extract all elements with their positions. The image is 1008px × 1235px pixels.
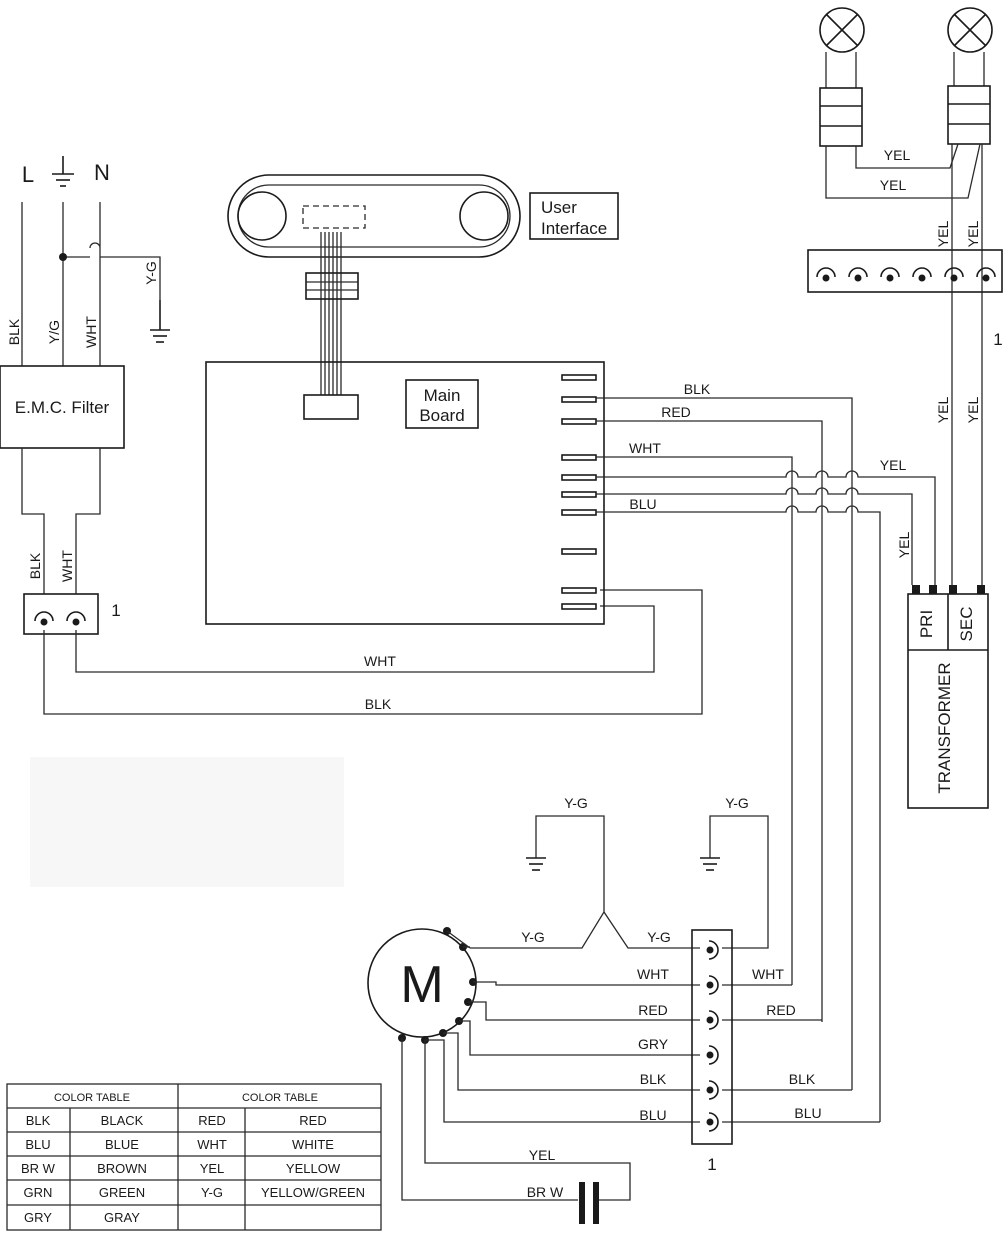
wire-label-yel-v4: YEL — [965, 397, 981, 424]
wire-label-yel-pri2: YEL — [896, 532, 912, 559]
color-table-code: RED — [198, 1113, 225, 1128]
motor-label: M — [400, 956, 443, 1014]
wire-label-blu-right: BLU — [794, 1105, 821, 1121]
color-table-code: BR W — [21, 1161, 56, 1176]
wire-label-wht-motor: WHT — [637, 966, 669, 982]
wire-label-yel-lamp1: YEL — [884, 147, 911, 163]
color-table-name: YELLOW/GREEN — [261, 1185, 365, 1200]
terminal-number-power: 1 — [111, 601, 120, 620]
wire-label-yel-v3: YEL — [935, 397, 951, 424]
terminal-block-motor — [691, 929, 733, 1145]
lamp-right-icon — [947, 7, 993, 145]
color-table-name: YELLOW — [286, 1161, 341, 1176]
wire-label-blk-board: BLK — [365, 696, 392, 712]
emc-filter-box — [0, 365, 125, 449]
transformer — [907, 585, 989, 809]
terminal-block-power — [23, 593, 99, 635]
wire-label-blk-in: BLK — [6, 318, 22, 345]
wire-label-red-motor: RED — [638, 1002, 668, 1018]
neutral-label: N — [94, 160, 110, 185]
wire-label-yel-lamp2: YEL — [880, 177, 907, 193]
capacitor-icon — [579, 1182, 599, 1224]
color-table-code: YEL — [200, 1161, 225, 1176]
wire-label-wht-in: WHT — [83, 316, 99, 348]
color-table-name: GRAY — [104, 1210, 140, 1225]
line-label: L — [22, 162, 34, 187]
wire-label-yel-v2: YEL — [965, 221, 981, 248]
wire-label-wht-right: WHT — [752, 966, 784, 982]
main-board-label-box — [405, 379, 479, 429]
wire-label-wht-out: WHT — [629, 440, 661, 456]
color-table-name: WHITE — [292, 1137, 334, 1152]
main-board-label-2: Board — [419, 406, 464, 425]
blank-area — [30, 757, 344, 887]
main-board — [205, 361, 605, 625]
terminal-number-motor: 1 — [707, 1155, 716, 1174]
transformer-sec-label: SEC — [957, 607, 976, 642]
wire-label-yel-cap: YEL — [529, 1147, 556, 1163]
wire-label-blk-motor: BLK — [640, 1071, 667, 1087]
color-table-name: BROWN — [97, 1161, 147, 1176]
wire-label-yel-pri1: YEL — [880, 457, 907, 473]
wire-label-brw-cap: BR W — [527, 1184, 564, 1200]
color-table-name: BLACK — [101, 1113, 144, 1128]
ground-icon — [52, 156, 74, 187]
wire-label-red-out: RED — [661, 404, 691, 420]
wire-label-yg-ground: Y-G — [143, 261, 159, 285]
ribbon-connector-upper — [305, 272, 359, 300]
color-table-header-right: COLOR TABLE — [242, 1092, 318, 1104]
terminal-block-lamps — [807, 249, 1003, 293]
color-table-name: BLUE — [105, 1137, 139, 1152]
color-table-code: GRN — [24, 1185, 53, 1200]
color-table-code: BLK — [26, 1113, 51, 1128]
wire-label-yg-motor: Y-G — [521, 929, 545, 945]
color-table — [6, 1083, 382, 1231]
color-table-code: Y-G — [201, 1185, 223, 1200]
wire-label-yg-gnd2: Y-G — [725, 795, 749, 811]
ground-icon — [526, 857, 546, 871]
color-table-name: RED — [299, 1113, 326, 1128]
lamp-left-icon — [819, 7, 865, 147]
wire-label-blu-out: BLU — [629, 496, 656, 512]
wire-label-yel-v1: YEL — [935, 221, 951, 248]
wire-label-red-right: RED — [766, 1002, 796, 1018]
wire-label-gry-motor: GRY — [638, 1036, 669, 1052]
color-table-header-left: COLOR TABLE — [54, 1092, 130, 1104]
wire-label-wht-filter: WHT — [59, 550, 75, 582]
wire-label-yg-terminal: Y-G — [647, 929, 671, 945]
transformer-pri-label: PRI — [917, 610, 936, 638]
wire-label-blk-right: BLK — [789, 1071, 816, 1087]
color-table-code: GRY — [24, 1210, 52, 1225]
user-interface-panel — [227, 174, 521, 258]
wire-label-blk-filter: BLK — [27, 552, 43, 579]
color-table-name: GREEN — [99, 1185, 145, 1200]
user-interface-label-box — [529, 192, 619, 240]
ground-icon — [150, 300, 170, 343]
main-board-pins — [561, 374, 597, 610]
ground-icon — [700, 857, 720, 871]
wire-label-yg-in: Y/G — [46, 320, 62, 344]
emc-filter-label: E.M.C. Filter — [15, 398, 110, 417]
main-board-label-1: Main — [424, 386, 461, 405]
color-table-code: WHT — [197, 1137, 227, 1152]
wire-label-yg-gnd1: Y-G — [564, 795, 588, 811]
wire-label-blk-out: BLK — [684, 381, 711, 397]
user-interface-label-2: Interface — [541, 219, 607, 238]
user-interface-label-1: User — [541, 198, 577, 217]
wire-label-wht-board: WHT — [364, 653, 396, 669]
wire-label-blu-motor: BLU — [639, 1107, 666, 1123]
terminal-number-top: 1 — [993, 330, 1002, 349]
ribbon-connector-lower — [303, 394, 359, 420]
transformer-label: TRANSFORMER — [935, 662, 954, 793]
color-table-code: BLU — [25, 1137, 50, 1152]
